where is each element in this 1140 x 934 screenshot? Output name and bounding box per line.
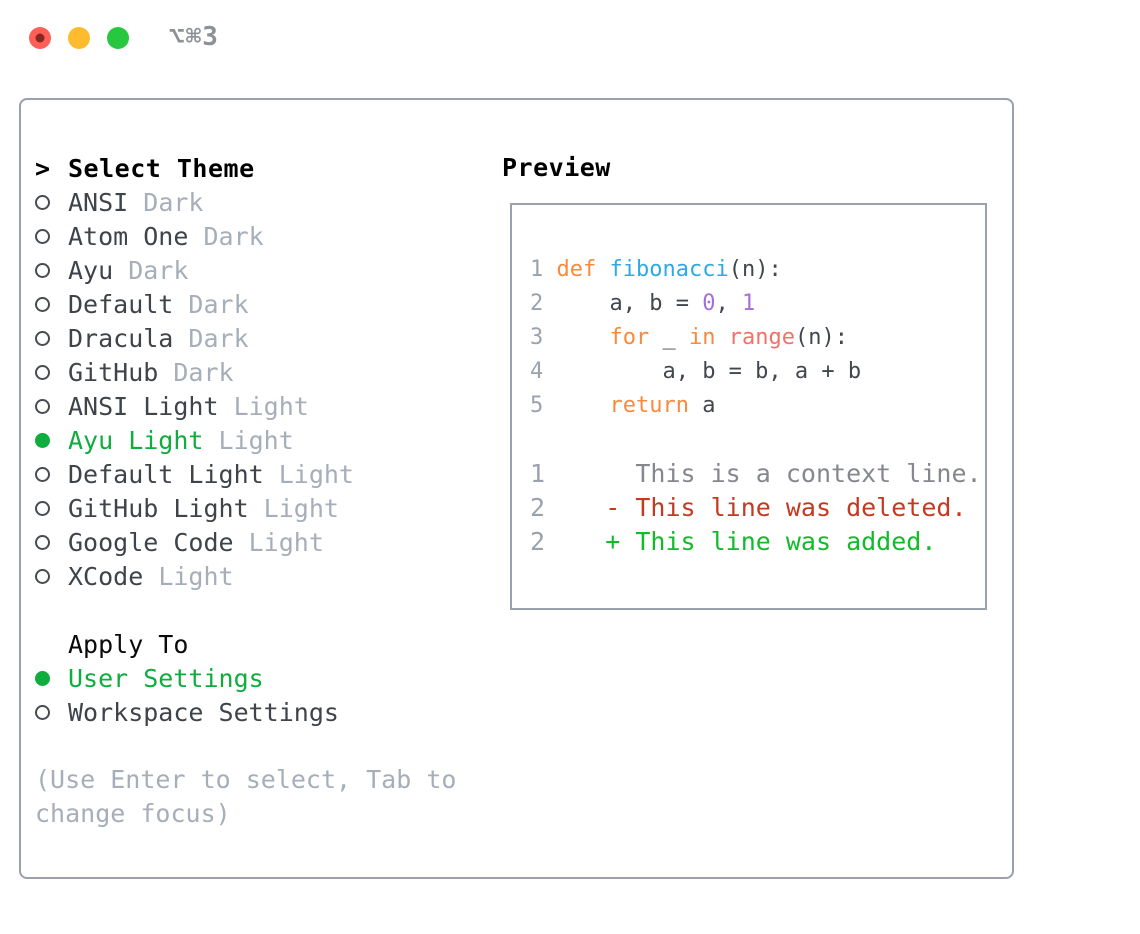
radio-icon [35, 704, 50, 720]
line-number: 2 [530, 493, 561, 522]
theme-variant-tag: Dark [173, 289, 249, 319]
diff-line: 2 - This line was deleted. [530, 493, 967, 522]
option-label: Ayu Light [68, 425, 204, 455]
theme-option[interactable]: GitHub Light Light [35, 491, 485, 525]
code-blank-line [530, 423, 985, 457]
radio-icon [35, 194, 50, 210]
minimize-button[interactable] [68, 27, 90, 49]
radio-icon [35, 466, 50, 482]
help-text-line-2: change focus) [35, 799, 231, 828]
theme-variant-tag: Dark [128, 187, 204, 217]
help-text-line-1: (Use Enter to select, Tab to [35, 765, 457, 794]
theme-variant-tag: Light [218, 391, 309, 421]
radio-icon [35, 296, 50, 312]
theme-variant-tag: Light [233, 527, 324, 557]
diff-line: 1 This is a context line. [530, 459, 982, 488]
option-label: User Settings [68, 663, 264, 693]
apply-to-title: Apply To [68, 629, 189, 659]
theme-option[interactable]: XCode Light [35, 559, 485, 593]
theme-option[interactable]: Default Light Light [35, 457, 485, 491]
option-label: Default Light [68, 459, 264, 489]
theme-variant-tag: Light [248, 493, 339, 523]
apply-option[interactable]: Workspace Settings [35, 695, 485, 729]
theme-option[interactable]: GitHub Dark [35, 355, 485, 389]
option-label: Ayu [68, 255, 114, 285]
apply-option[interactable]: User Settings [35, 661, 485, 695]
option-label: Default [68, 289, 174, 319]
focus-prompt-icon: > [34, 153, 51, 183]
radio-icon [35, 568, 50, 584]
code-line: 3 for _ in range(n): [530, 325, 848, 350]
theme-option[interactable]: ANSI Dark [35, 185, 485, 219]
theme-option[interactable]: ANSI Light Light [35, 389, 485, 423]
code-line: 2 a, b = 0, 1 [530, 291, 756, 316]
zoom-button[interactable] [107, 27, 129, 49]
code-line: 1 def fibonacci(n): [530, 257, 782, 282]
apply-to-header: Apply To [35, 627, 485, 661]
option-label: Google Code [68, 527, 234, 557]
theme-option[interactable]: Ayu Light Light [35, 423, 485, 457]
code-line: 4 a, b = b, a + b [530, 359, 862, 384]
close-dot-icon [35, 33, 45, 43]
radio-icon [35, 500, 50, 516]
theme-variant-tag: Light [143, 561, 234, 591]
line-number: 3 [530, 325, 557, 350]
theme-variant-tag: Dark [113, 255, 189, 285]
radio-icon [35, 228, 50, 244]
radio-icon [35, 330, 50, 346]
radio-icon [35, 398, 50, 414]
option-label: Atom One [68, 221, 189, 251]
line-number: 1 [530, 459, 561, 488]
select-theme-header: > Select Theme [35, 151, 485, 185]
theme-option[interactable]: Google Code Light [35, 525, 485, 559]
window-controls [29, 27, 129, 49]
select-theme-title: Select Theme [68, 153, 255, 183]
radio-icon [35, 364, 50, 380]
theme-variant-tag: Dark [173, 323, 249, 353]
title-bar: ⌥⌘3 [0, 0, 1140, 98]
theme-variant-tag: Dark [158, 357, 234, 387]
theme-option[interactable]: Dracula Dark [35, 321, 485, 355]
preview-title: Preview [502, 153, 611, 182]
code-line: 5 return a [530, 393, 716, 418]
code-preview-box: 1 def fibonacci(n): 2 a, b = 0, 1 3 for _ … [510, 203, 987, 610]
window-shortcut-label: ⌥⌘3 [169, 22, 219, 52]
code-lines: 1 def fibonacci(n): 2 a, b = 0, 1 3 for _ … [530, 253, 985, 559]
theme-variant-tag: Dark [188, 221, 264, 251]
option-label: GitHub Light [68, 493, 249, 523]
line-number: 2 [530, 527, 561, 556]
option-label: ANSI Light [68, 391, 219, 421]
theme-variant-tag: Light [263, 459, 354, 489]
theme-option[interactable]: Ayu Dark [35, 253, 485, 287]
line-number: 4 [530, 359, 557, 384]
theme-variant-tag: Light [203, 425, 294, 455]
radio-icon [35, 534, 50, 550]
line-number: 5 [530, 393, 557, 418]
theme-option[interactable]: Default Dark [35, 287, 485, 321]
line-number: 1 [530, 257, 557, 282]
option-label: ANSI [68, 187, 129, 217]
diff-line: 2 + This line was added. [530, 527, 937, 556]
spacer [35, 593, 485, 627]
option-label: Dracula [68, 323, 174, 353]
option-label: Workspace Settings [68, 697, 339, 727]
close-button[interactable] [29, 27, 51, 49]
radio-icon [35, 262, 50, 278]
theme-option[interactable]: Atom One Dark [35, 219, 485, 253]
line-number: 2 [530, 291, 557, 316]
option-label: XCode [68, 561, 144, 591]
radio-selected-icon [35, 432, 50, 448]
spacer [35, 729, 485, 763]
option-label: GitHub [68, 357, 159, 387]
radio-selected-icon [35, 670, 50, 686]
